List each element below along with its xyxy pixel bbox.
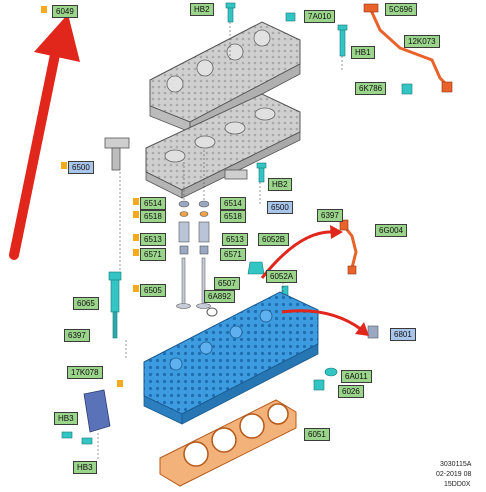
cover-bolts — [225, 2, 348, 183]
callout-6505: 6505 — [140, 284, 166, 297]
key-square — [41, 6, 47, 13]
head-small-parts — [313, 325, 379, 391]
pointer-arrow-lower — [281, 309, 369, 336]
pointer-arrow-upper — [260, 225, 343, 279]
callout-6049: 6049 — [52, 5, 78, 18]
callout-6518-b: 6518 — [220, 210, 246, 223]
sensor-harness — [363, 3, 453, 95]
key-square — [133, 211, 139, 218]
callout-6026: 6026 — [338, 385, 364, 398]
injector — [108, 271, 122, 339]
reference-date: 02-2019 08 — [436, 471, 472, 478]
callout-6571-a: 6571 — [140, 248, 166, 261]
key-square — [133, 285, 139, 292]
callout-6500-left: 6500 — [68, 161, 94, 174]
valve-train — [176, 200, 218, 317]
camshaft-cover — [149, 21, 301, 133]
callout-6052a: 6052A — [266, 270, 298, 283]
callout-17k078: 17K078 — [67, 366, 103, 379]
callout-6507: 6507 — [214, 277, 240, 290]
callout-hb3-b: HB3 — [73, 461, 97, 474]
callout-hb2-mid: HB2 — [268, 178, 292, 191]
cylinder-head — [143, 291, 319, 425]
callout-6513-a: 6513 — [140, 233, 166, 246]
callout-hb1: HB1 — [351, 46, 375, 59]
callout-5c696: 5C696 — [385, 3, 417, 16]
callout-6514-b: 6514 — [220, 197, 246, 210]
finger-follower — [104, 137, 248, 180]
callout-7a010: 7A010 — [304, 10, 336, 23]
callout-6500-right: 6500 — [267, 201, 293, 214]
callout-6065: 6065 — [73, 297, 99, 310]
callout-6051: 6051 — [304, 428, 330, 441]
callout-hb3-a: HB3 — [54, 412, 78, 425]
key-square — [133, 234, 139, 241]
key-square — [133, 198, 139, 205]
callout-6801: 6801 — [390, 328, 416, 341]
key-square — [61, 162, 67, 169]
callout-6052b: 6052B — [258, 233, 290, 246]
camshaft-carrier — [145, 93, 301, 199]
callout-6a892: 6A892 — [204, 290, 236, 303]
leader-lines — [97, 22, 343, 460]
temperature-sensor — [339, 219, 358, 275]
key-square — [133, 249, 139, 256]
callout-6518-a: 6518 — [140, 210, 166, 223]
callout-6514-a: 6514 — [140, 197, 166, 210]
key-square — [117, 380, 123, 387]
head-gasket — [159, 399, 297, 487]
pointer-arrow-large — [9, 14, 80, 260]
callout-hb2-top: HB2 — [190, 3, 214, 16]
callout-6571-b: 6571 — [220, 248, 246, 261]
callout-6a011: 6A011 — [341, 370, 372, 383]
reference-code: 3030115A — [440, 461, 472, 468]
callout-6397-left: 6397 — [64, 329, 90, 342]
reference-engine: 15DD0X — [444, 481, 471, 488]
mounting-bracket — [61, 389, 111, 445]
callout-6k786: 6K786 — [355, 82, 387, 95]
callout-6397-right: 6397 — [317, 209, 343, 222]
callout-6513-b: 6513 — [222, 233, 248, 246]
callout-12k073: 12K073 — [404, 35, 440, 48]
callout-6g004: 6G004 — [375, 224, 408, 237]
